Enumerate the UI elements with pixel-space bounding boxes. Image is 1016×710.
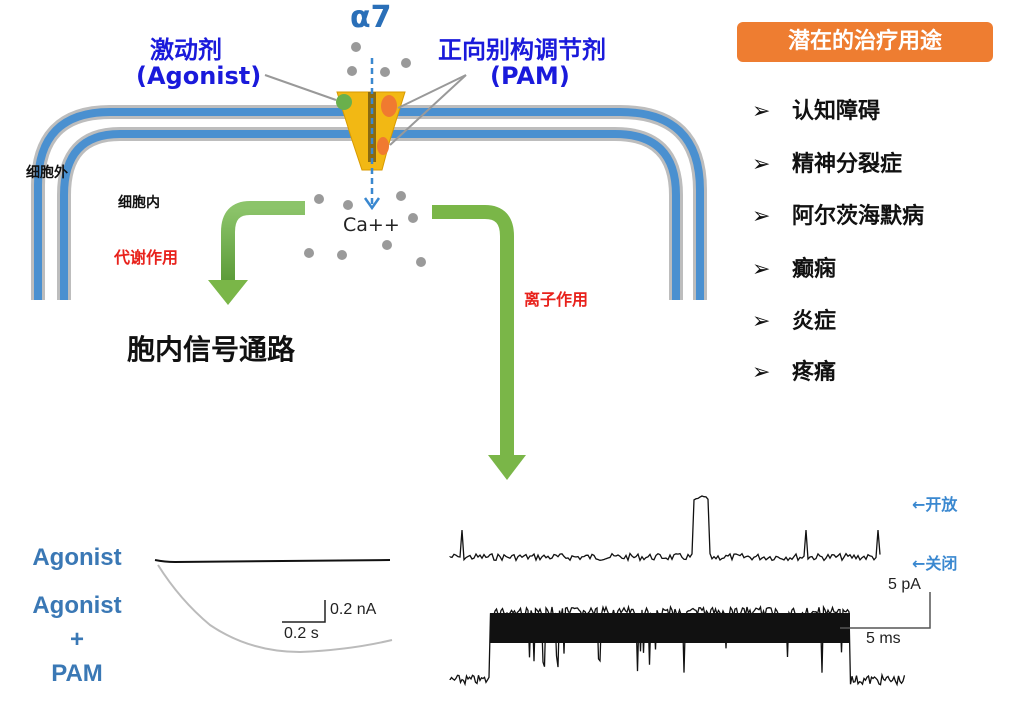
agonist-label-cn: 激动剂 — [150, 36, 222, 64]
trace-label-plus: + — [69, 626, 84, 653]
bullet-icon: ➢ — [752, 99, 771, 124]
trace-label-pam: PAM — [51, 660, 103, 687]
bullet-icon: ➢ — [752, 152, 771, 177]
metabolic-label: 代谢作用 — [114, 248, 179, 267]
bullet-icon: ➢ — [752, 204, 771, 229]
ionic-arrow — [432, 205, 526, 480]
pam-binding-site — [381, 95, 397, 117]
list-item: ➢ 癫痫 — [752, 251, 836, 283]
bullet-icon: ➢ — [752, 360, 771, 385]
open-state-label: ←开放 — [912, 495, 958, 514]
ionic-label: 离子作用 — [524, 290, 589, 309]
bullet-icon: ➢ — [752, 309, 771, 334]
list-item-label: 阿尔茨海默病 — [792, 204, 925, 229]
whole-cell-traces — [154, 559, 393, 654]
therapeutic-uses-title: 潜在的治疗用途 — [737, 22, 993, 62]
channel-label: α7 — [350, 0, 392, 35]
list-item: ➢ 阿尔茨海默病 — [752, 198, 924, 230]
metabolic-arrow — [208, 201, 305, 305]
list-item-label: 癫痫 — [792, 257, 837, 282]
list-item-label: 疼痛 — [792, 360, 837, 385]
bullet-icon: ➢ — [752, 257, 771, 282]
scale-time-label: 0.2 s — [284, 625, 319, 642]
list-item: ➢ 疼痛 — [752, 354, 836, 386]
alpha7-channel — [336, 58, 406, 211]
trace-label-agonist: Agonist — [32, 544, 122, 571]
agonist-label-en: (Agonist) — [136, 62, 262, 90]
list-item-label: 精神分裂症 — [792, 152, 903, 177]
list-item-label: 炎症 — [792, 309, 837, 334]
scale-pa-label: 5 pA — [888, 576, 921, 593]
trace-label-agonist-pam: Agonist — [32, 592, 122, 619]
extracellular-label: 细胞外 — [26, 165, 68, 181]
ion-label: Ca++ — [343, 214, 400, 236]
scale-current-label: 0.2 nA — [330, 601, 377, 618]
intracellular-label: 细胞内 — [118, 195, 160, 211]
pam-label-en: (PAM) — [490, 62, 570, 90]
pam-binding-site — [377, 137, 389, 155]
scale-ms-label: 5 ms — [866, 630, 901, 647]
closed-state-label: ←关闭 — [912, 554, 958, 573]
list-item: ➢ 认知障碍 — [752, 93, 880, 125]
list-item: ➢ 炎症 — [752, 303, 836, 335]
pam-label-cn: 正向别构调节剂 — [438, 36, 606, 64]
list-item-label: 认知障碍 — [792, 99, 881, 124]
signaling-label: 胞内信号通路 — [127, 333, 296, 366]
agonist-binding-site — [336, 94, 352, 110]
list-item: ➢ 精神分裂症 — [752, 146, 902, 178]
pointer-lines — [264, 74, 467, 146]
single-channel-traces — [449, 495, 931, 687]
ion-dots — [304, 42, 426, 267]
